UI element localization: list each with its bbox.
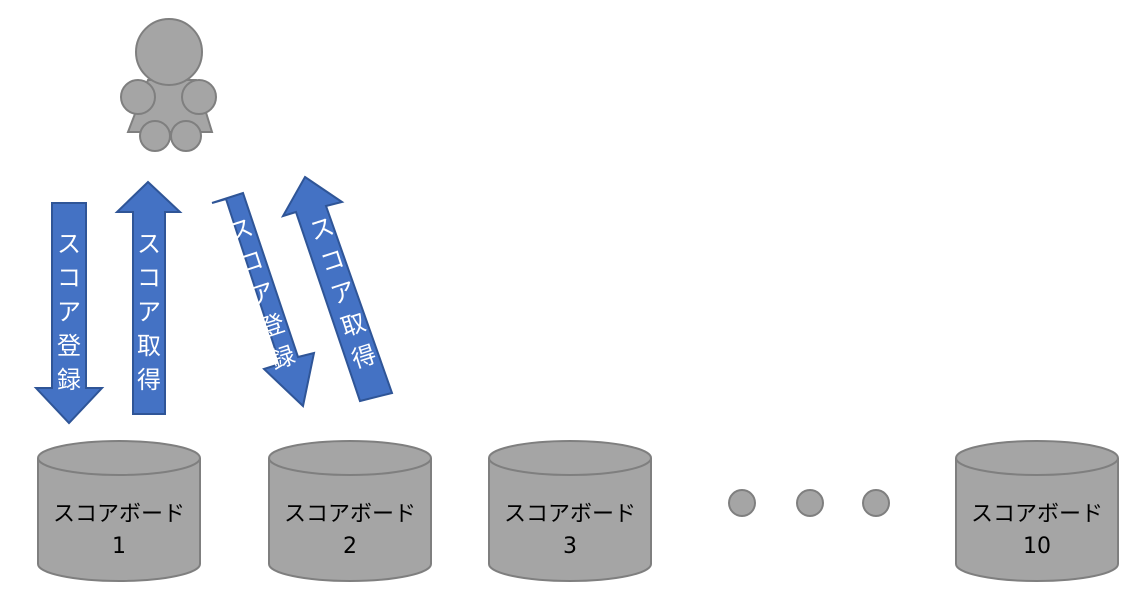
register-1-char: 録 xyxy=(57,366,81,394)
scoreboard-2-title: スコアボード xyxy=(284,502,416,527)
fetch-1-char: ス xyxy=(137,230,161,258)
register-1-char: ス xyxy=(57,230,81,258)
fetch-1-char: コ xyxy=(137,264,161,292)
register-1-char: 登 xyxy=(57,332,81,360)
scoreboard-1-title: スコアボード xyxy=(53,502,185,527)
user-icon xyxy=(120,18,217,152)
scoreboard-10-title: スコアボード xyxy=(971,502,1103,527)
fetch-1-char: 得 xyxy=(137,366,161,394)
scoreboard-1: スコアボード 1 xyxy=(37,440,201,582)
fetch-1-char: 取 xyxy=(137,332,161,360)
scoreboard-3-title: スコアボード xyxy=(504,502,636,527)
scoreboard-2-number: 2 xyxy=(343,534,357,559)
register-1-char: コ xyxy=(57,264,81,292)
scoreboard-10: スコアボード 10 xyxy=(955,440,1119,582)
scoreboard-3: スコアボード 3 xyxy=(488,440,652,582)
register-1-char: ア xyxy=(57,298,81,326)
scoreboard-1-number: 1 xyxy=(112,534,126,559)
scoreboard-10-number: 10 xyxy=(1023,534,1051,559)
ellipsis-dots-icon xyxy=(728,489,890,517)
fetch-1-char: ア xyxy=(137,298,161,326)
scoreboard-3-number: 3 xyxy=(563,534,577,559)
scoreboard-2: スコアボード 2 xyxy=(268,440,432,582)
